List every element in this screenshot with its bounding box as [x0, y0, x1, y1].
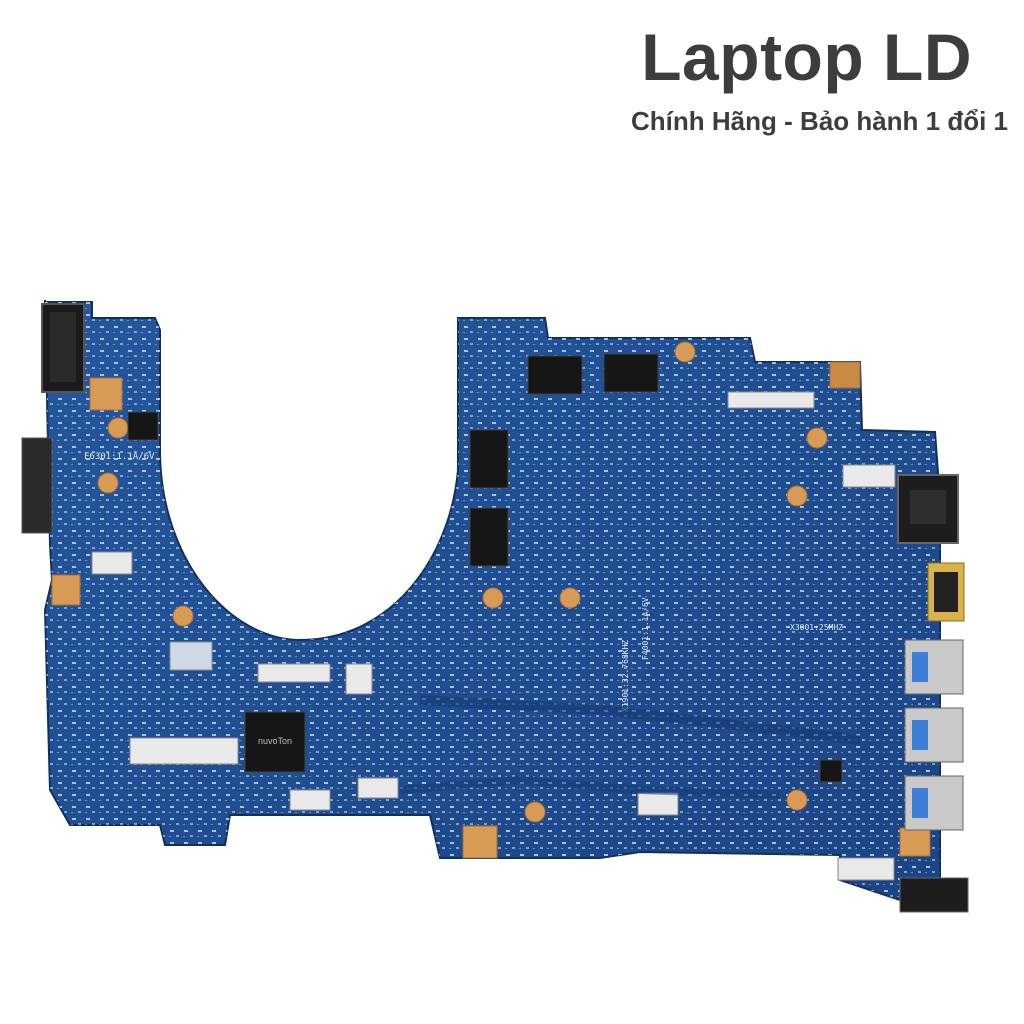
ribbon-connectors — [91, 391, 896, 881]
audio-jack — [899, 877, 969, 913]
crystal-label-x1901: X1901:32.768KHZ — [621, 640, 630, 712]
fuse-label-f6301: F6301:1.1A/6V — [84, 452, 155, 462]
crystal-label-x3001: X3001:25MHZ — [790, 623, 843, 632]
fuse-label-f4001: F4001:1.1A/6V — [641, 597, 650, 660]
memory-chips — [127, 353, 843, 783]
brand-tagline: Chính Hãng - Bảo hành 1 đổi 1 — [631, 106, 1008, 136]
mounting-holes — [51, 341, 931, 859]
brand-block: Laptop LD Chính Hãng - Bảo hành 1 đổi 1 — [544, 18, 1008, 138]
side-connector — [21, 437, 53, 534]
brand-title: Laptop LD — [641, 20, 972, 94]
usb-ports — [904, 639, 964, 831]
chip-brand-label: nuvoTon — [258, 736, 292, 746]
